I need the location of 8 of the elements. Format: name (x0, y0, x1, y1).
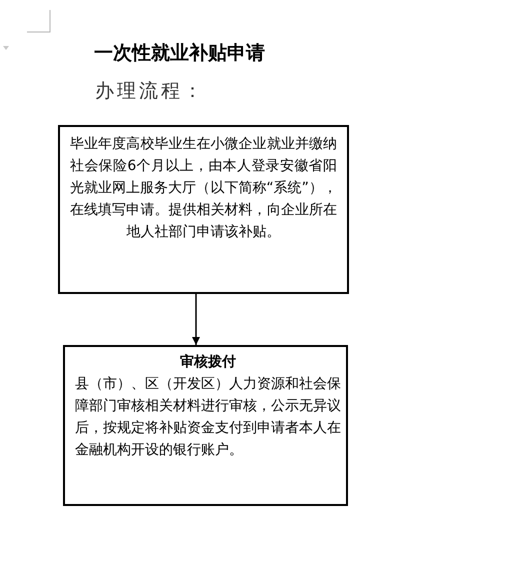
box-text: 县（市）、区（开发区）人力资源和社会保障部门审核相关材料进行审核，公示无异议后，按规定将补贴资金支付到申请者本人在金融机构开设的银行账户。 (75, 375, 341, 460)
box-text: 毕业年度高校毕业生在小微企业就业并缴纳社会保险6个月以上，由本人登录安徽省阳光就业网上服务大厅（以下简称“系统”），在线填写申请。提供相关材料，向企业所在地人社部门申请该补贴。 (70, 135, 337, 242)
box-heading: 审核拨付 (179, 352, 237, 372)
process-box (58, 125, 349, 294)
title: 一次性就业补贴申请 (94, 41, 265, 66)
subtitle: 办理流程： (95, 79, 205, 104)
process-box (63, 345, 348, 506)
arrow (192, 294, 200, 345)
